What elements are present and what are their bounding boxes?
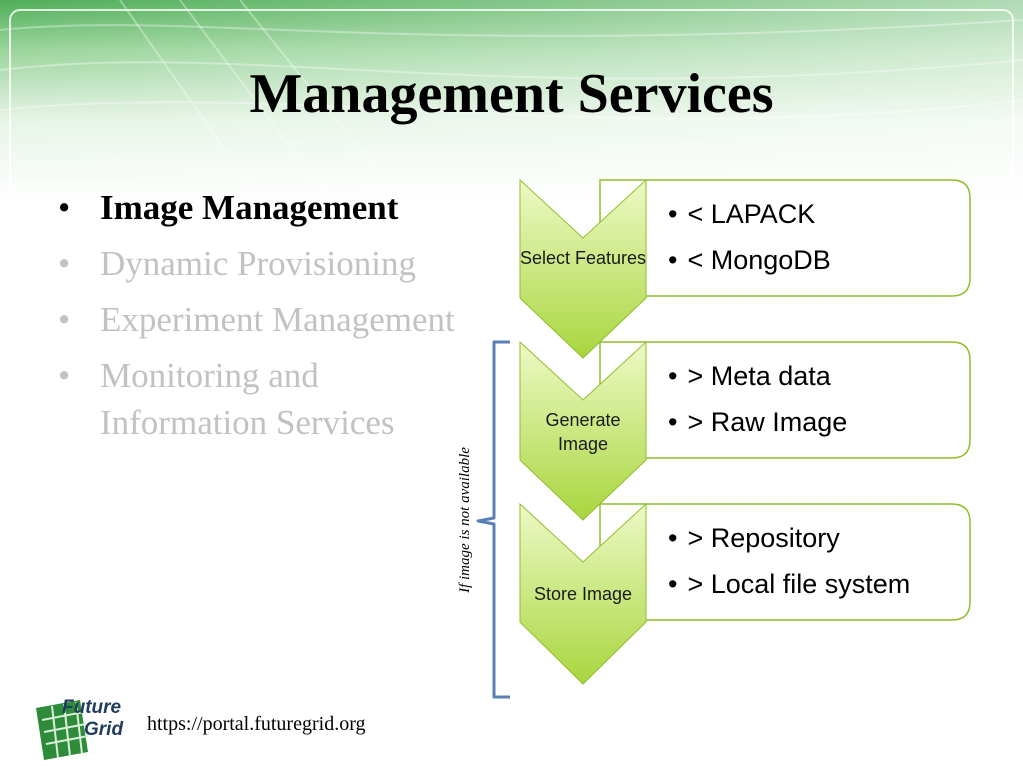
step-items-select-features: < LAPACK < MongoDB [668,191,831,283]
footer-url[interactable]: https://portal.futuregrid.org [147,713,366,735]
chevron-store-image [519,502,647,685]
step-items-generate-image: > Meta data > Raw Image [668,353,847,445]
step-label-select-features: Select Features [519,248,647,268]
bullet-dynamic-provisioning: • Dynamic Provisioning [58,240,478,287]
chevron-select-features [519,178,647,359]
bullet-monitoring-information-services: • Monitoring and Information Services [58,352,478,446]
step-items-store-image: > Repository > Local file system [668,515,910,607]
step-item: < MongoDB [668,237,830,283]
bullet-text: Dynamic Provisioning [100,244,416,283]
chevron-generate-image [519,340,647,521]
page-title: Management Services [249,63,774,125]
logo-text-grid: Grid [84,719,124,740]
bullet-text: Image Management [100,188,399,227]
step-item: > Raw Image [668,399,847,445]
bullet-dot: • [58,188,71,227]
curly-bracket [476,340,510,699]
bullet-text: Monitoring and Information Services [100,356,395,442]
step-item: > Repository [668,515,910,561]
step-item: > Local file system [668,561,910,607]
step-label-store-image: Store Image [533,584,633,604]
bullet-dot: • [58,244,71,283]
bullet-experiment-management: • Experiment Management [58,296,478,343]
step-label-generate-image: Generate Image [545,410,621,454]
bullet-list: • Image Management • Dynamic Provisionin… [58,184,478,455]
future-grid-logo-icon [36,700,89,760]
bullet-dot: • [58,356,71,395]
step-item: > Meta data [668,353,847,399]
bracket-note: If image is not available [457,447,473,593]
bullet-text: Experiment Management [100,300,455,339]
logo-text-future: Future [62,697,122,718]
bullet-image-management: • Image Management [58,184,478,231]
bullet-dot: • [58,300,71,339]
step-item: < LAPACK [668,191,831,237]
